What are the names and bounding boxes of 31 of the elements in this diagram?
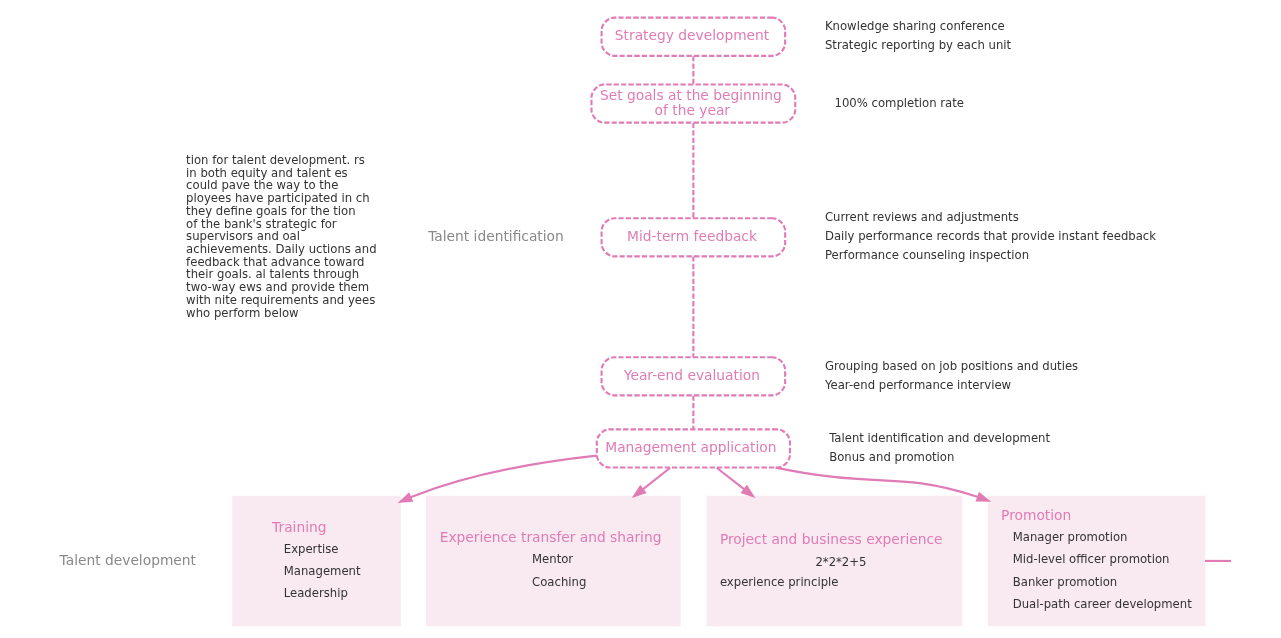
arrow — [716, 466, 756, 499]
arrow — [775, 466, 992, 502]
node-label: Bonus and promotion — [829, 449, 955, 464]
node-box: Management application — [595, 428, 791, 469]
node-box: Mid-term feedback — [600, 217, 787, 258]
arrow — [397, 454, 597, 504]
connector — [692, 256, 695, 357]
node-box: Promotion Manager promotion Mid-level officer promotion Banker promotion Dual-path career development — [987, 495, 1206, 627]
node-box: Experience transfer and sharing Mentor Coaching — [425, 495, 681, 627]
node-box: Strategy development — [600, 16, 787, 57]
node-label: Knowledge sharing conference — [824, 19, 1005, 34]
connector — [692, 122, 695, 219]
node-text: Talent identification — [428, 227, 564, 244]
connector — [692, 395, 695, 429]
node-text: Talent development — [59, 551, 196, 568]
node-label: Talent identification and development — [829, 430, 1051, 445]
node-label: Strategic reporting by each unit — [824, 38, 1012, 53]
label: tion for talent development. rs in both equity and talent es could pave the way to the ployees have participated in ch they define goals for the tion of the bank's strategic for supervisors and oal achievements. Daily uctions and feedback that advance toward their goals. al talents through two-way ews and provide them with nite requirements and yees who perform below — [186, 152, 377, 320]
arrow — [631, 466, 671, 499]
node-label: 100% completion rate — [834, 95, 964, 110]
node-box: Year-end evaluation — [600, 356, 787, 397]
node-box: Project and business experience 2*2*2+5 experience principle — [706, 495, 963, 627]
node-label: Grouping based on job positions and duties — [824, 358, 1079, 373]
connector — [692, 56, 695, 85]
node-box: Training Expertise Management Leadership — [232, 495, 401, 627]
node-box: Set goals at the beginning of the year — [590, 83, 797, 124]
node-label: Performance counseling inspection — [824, 248, 1030, 263]
connector — [1205, 559, 1231, 562]
node-label: Current reviews and adjustments — [824, 210, 1019, 225]
node-label: Daily performance records that provide instant feedback — [824, 229, 1156, 244]
node-label: Year-end performance interview — [824, 377, 1012, 392]
